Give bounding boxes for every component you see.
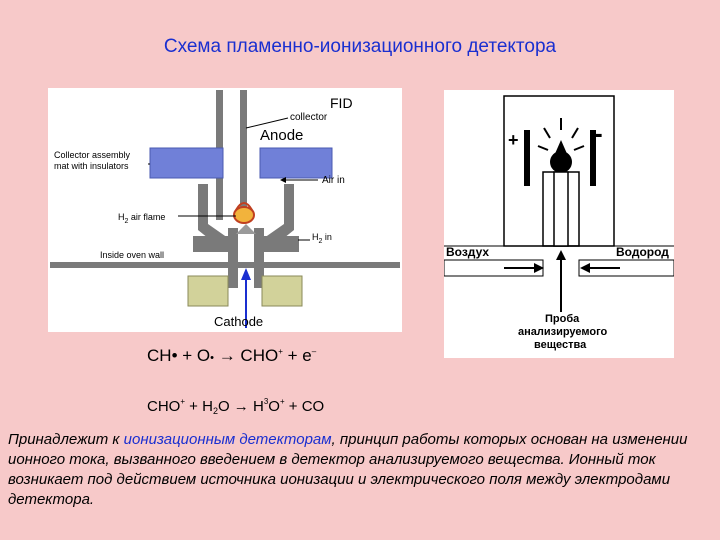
plus-sign: + <box>508 130 519 150</box>
oven-wall <box>50 262 400 268</box>
cathode-block-right <box>261 275 303 307</box>
fid-diagram-svg: FID collector Anode Collector assembly m… <box>50 90 400 329</box>
sample-label-3: вещества <box>534 339 587 351</box>
collector-assembly-label-2: mat with insulators <box>54 161 129 171</box>
jet-tip <box>236 224 256 234</box>
jet-right <box>254 228 264 288</box>
fid-label: FID <box>330 95 353 111</box>
air-in-label: Air in <box>322 175 345 186</box>
flame-tip <box>554 140 568 156</box>
collector-leader <box>245 117 289 129</box>
minus-sign: - <box>594 118 603 148</box>
collector-block-left <box>149 147 224 179</box>
cathode-block-left <box>187 275 229 307</box>
ray-2 <box>543 127 551 139</box>
body-lower-right <box>259 236 299 252</box>
collector-block-right <box>259 147 333 179</box>
air-label: Воздух <box>446 245 489 259</box>
sample-arrow-head <box>241 268 251 280</box>
ionization-detectors-link: ионизационным детекторам <box>123 431 332 448</box>
sample-arrow-head <box>556 250 566 260</box>
flame <box>233 206 255 224</box>
electrode-right <box>590 130 596 186</box>
collector-label: collector <box>290 112 328 123</box>
equation-2: CHO+ + H2O → H3O+ + CO <box>147 397 325 416</box>
electrode-left <box>524 130 530 186</box>
cathode-label: Cathode <box>214 314 263 329</box>
hydrogen-arrow-head <box>580 263 590 273</box>
h2-air-flame-label: H2 air flame <box>118 212 165 225</box>
jet-left <box>228 228 238 288</box>
detector-schematic: + - Воздух Водород Проба анализируемого … <box>443 90 675 358</box>
description-paragraph: Принадлежит к ионизационным детекторам, … <box>8 431 688 508</box>
h2-in-label: H2 in <box>312 232 332 245</box>
hydrogen-label: Водород <box>616 245 669 259</box>
equation-1: CH• + O• → CHO+ + e– <box>147 346 317 365</box>
schematic-svg: + - Воздух Водород Проба анализируемого … <box>443 95 675 351</box>
oven-wall-label: Inside oven wall <box>100 250 164 260</box>
collector-assembly-label-1: Collector assembly <box>54 150 131 160</box>
collector-tube-right <box>240 90 247 220</box>
anode-label: Anode <box>260 127 303 144</box>
body-right-wall <box>264 184 294 246</box>
air-arrow-head <box>534 263 544 273</box>
sample-label-2: анализируемого <box>518 326 608 338</box>
ray-3 <box>571 127 579 139</box>
flame-dot <box>550 151 572 173</box>
body-lower-left <box>193 236 233 252</box>
ray-5 <box>573 145 585 151</box>
fid-diagram: FID collector Anode Collector assembly m… <box>48 88 402 332</box>
flame-top <box>235 202 253 211</box>
body-left-wall <box>198 184 228 246</box>
burner-inner <box>553 171 569 247</box>
ray-4 <box>537 145 549 151</box>
sample-label-1: Проба <box>545 313 580 325</box>
page-title: Схема пламенно-ионизационного детектора <box>163 36 557 57</box>
air-in-arrowhead <box>280 177 286 183</box>
